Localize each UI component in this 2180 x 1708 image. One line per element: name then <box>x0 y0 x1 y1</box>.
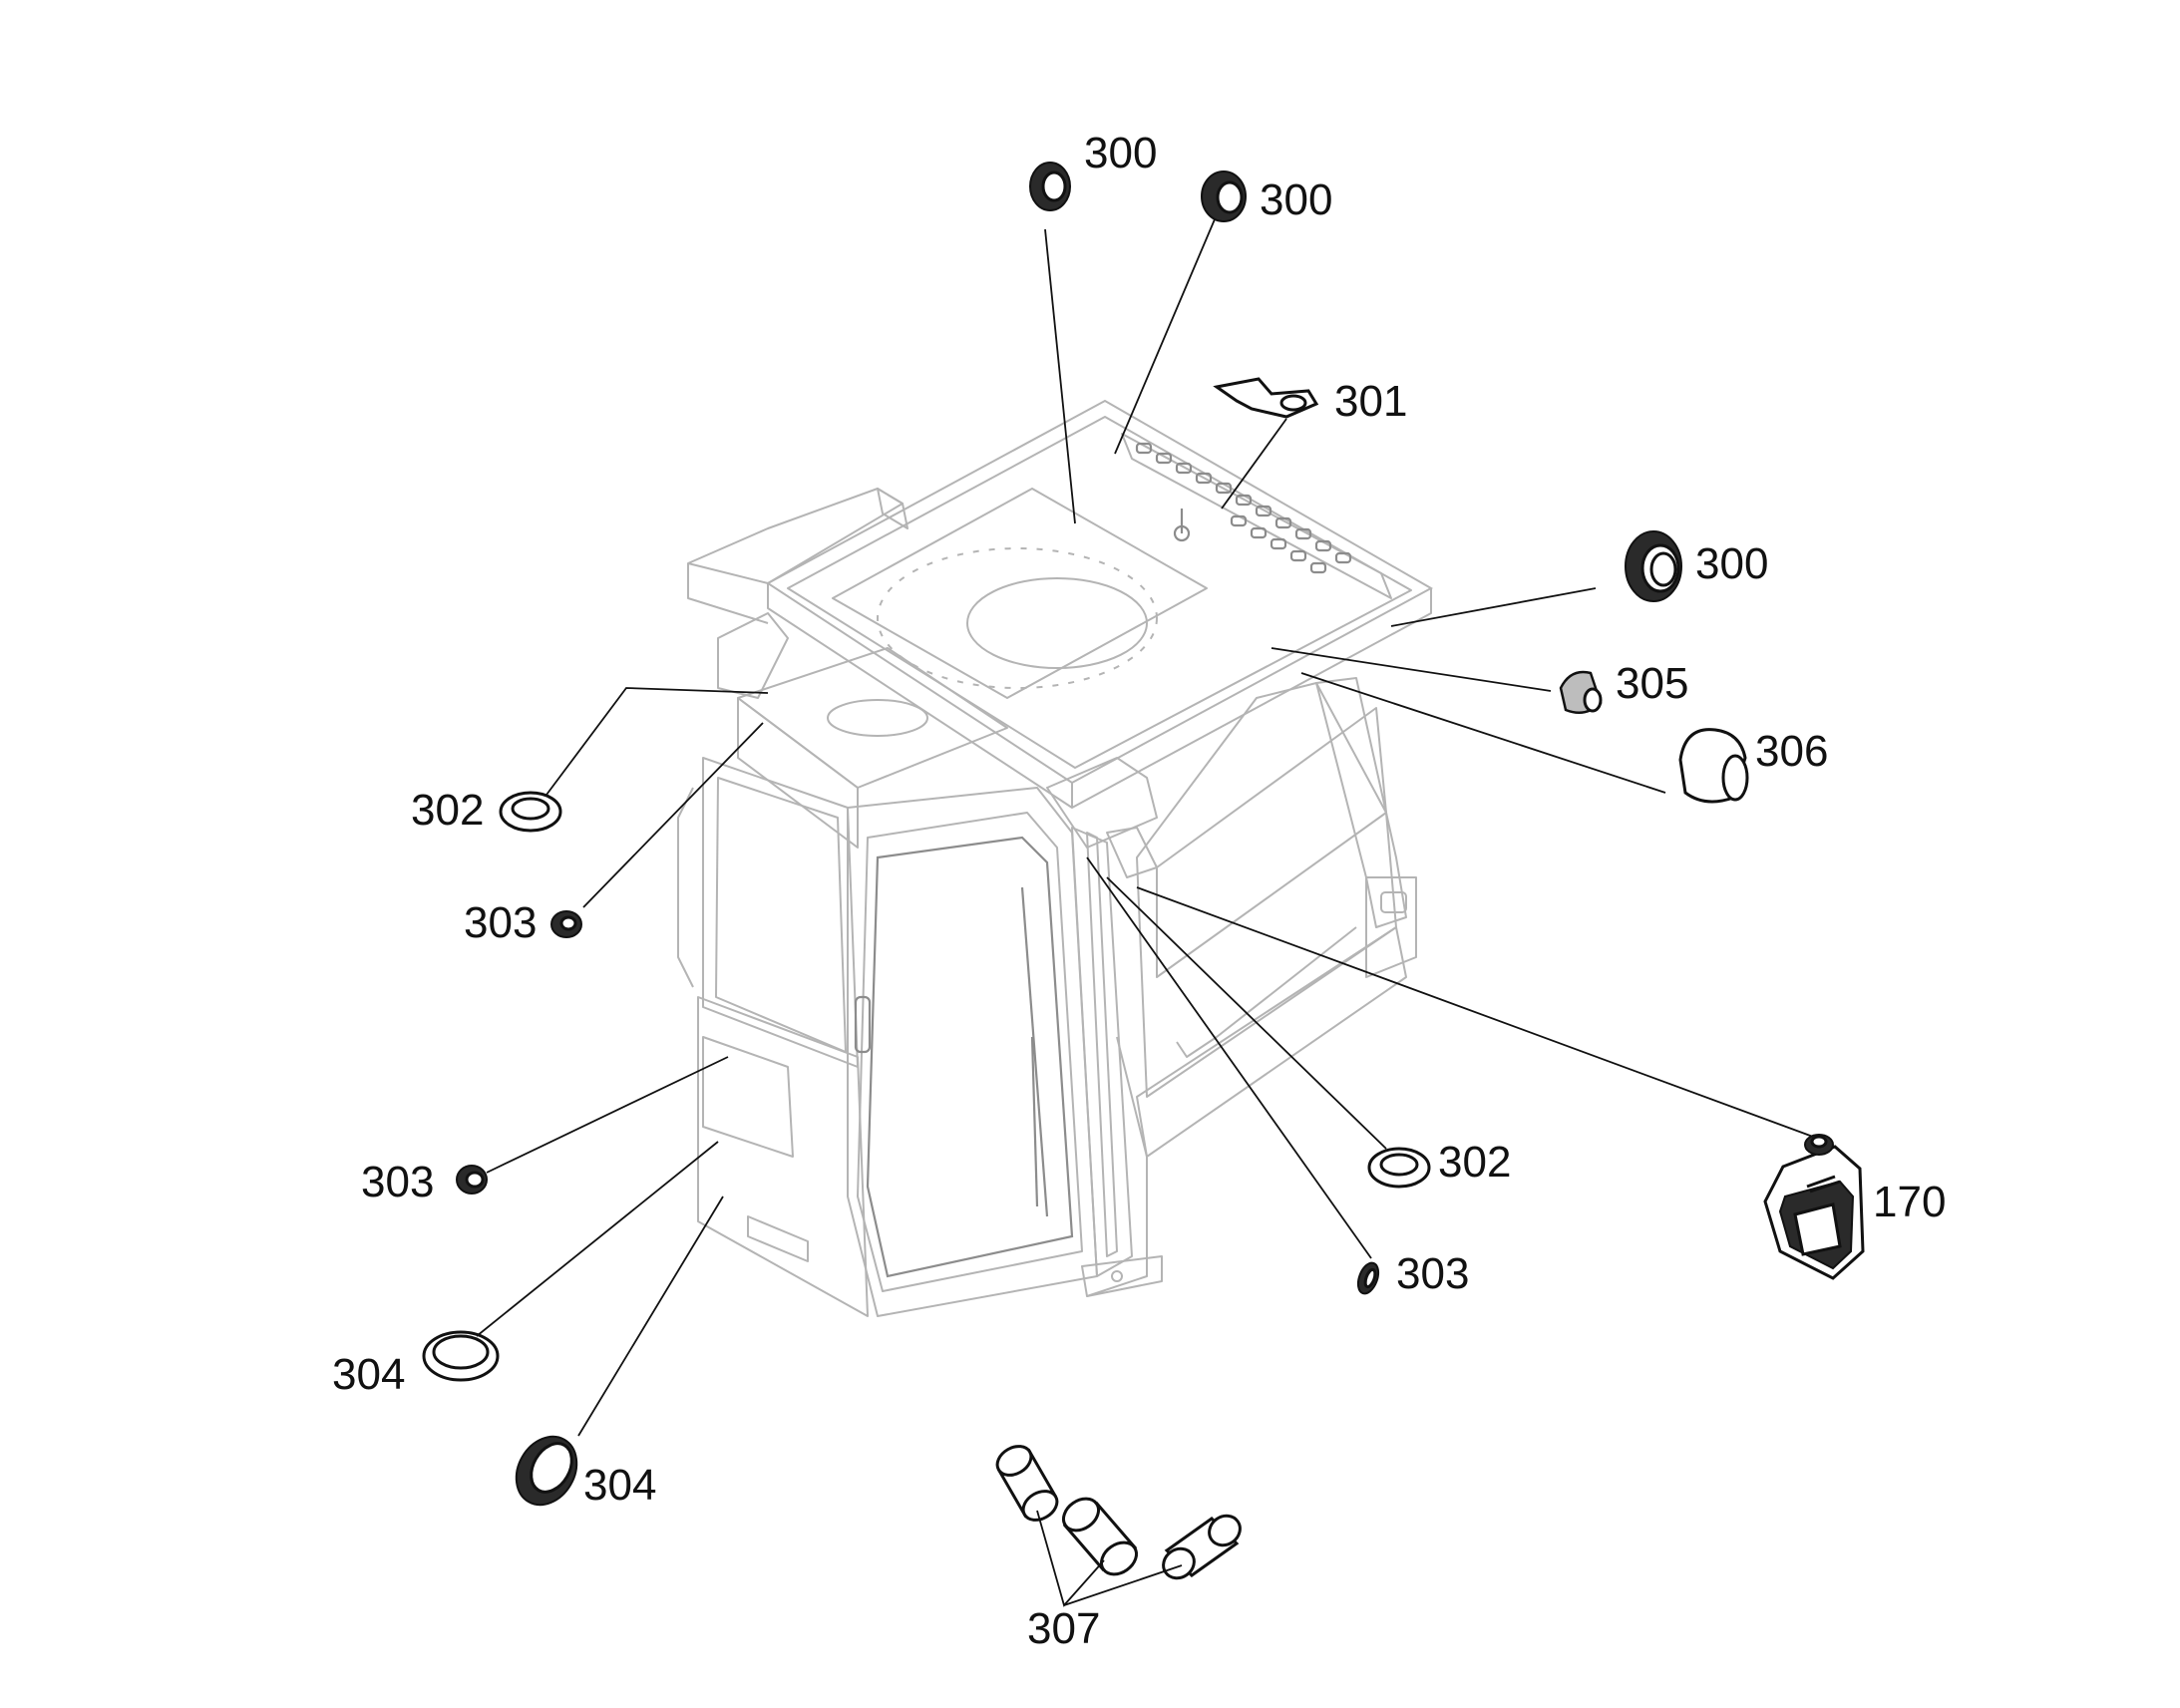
callout-303-upper-left: 303 <box>464 898 537 947</box>
callout-302-left: 302 <box>411 786 484 835</box>
callout-304-upper: 304 <box>332 1350 405 1399</box>
grommet-302-left <box>499 791 562 833</box>
sleeves-307 <box>995 1445 1242 1580</box>
callout-304-lower: 304 <box>583 1461 656 1510</box>
cap-305 <box>1559 670 1603 715</box>
grommet-304-upper <box>422 1330 500 1382</box>
grommet-302-right <box>1367 1147 1431 1189</box>
bracket-301 <box>1213 377 1319 419</box>
leader-lines <box>476 218 1814 1607</box>
sleeve-307-a <box>995 1445 1059 1522</box>
callout-303-right: 303 <box>1396 1249 1469 1298</box>
callout-301: 301 <box>1334 377 1407 426</box>
grommet-303-lower-left <box>456 1165 488 1195</box>
sleeve-307-c <box>1162 1514 1242 1580</box>
grommet-304-lower <box>515 1435 578 1507</box>
grommet-303-upper-left <box>550 910 582 938</box>
callout-307: 307 <box>1027 1604 1100 1653</box>
callout-305: 305 <box>1616 659 1688 708</box>
callout-300-top-right: 300 <box>1260 175 1332 224</box>
grommet-300-right <box>1625 530 1682 602</box>
callout-300-top-left: 300 <box>1084 129 1157 177</box>
operator-cab-drawing <box>677 399 1434 1317</box>
callout-303-lower-left: 303 <box>361 1158 434 1206</box>
callout-170: 170 <box>1873 1178 1946 1226</box>
sleeve-307-b <box>1061 1497 1139 1576</box>
roof-connector-holes <box>1135 442 1352 574</box>
grommet-300-top-right <box>1201 171 1247 222</box>
callout-300-right: 300 <box>1695 539 1768 588</box>
grommet-303-right <box>1356 1261 1380 1295</box>
callout-302-right: 302 <box>1438 1138 1511 1187</box>
callout-306: 306 <box>1755 727 1828 776</box>
grommet-300-top-left <box>1029 162 1071 211</box>
plug-306 <box>1678 728 1749 804</box>
connector-170 <box>1763 1134 1865 1280</box>
